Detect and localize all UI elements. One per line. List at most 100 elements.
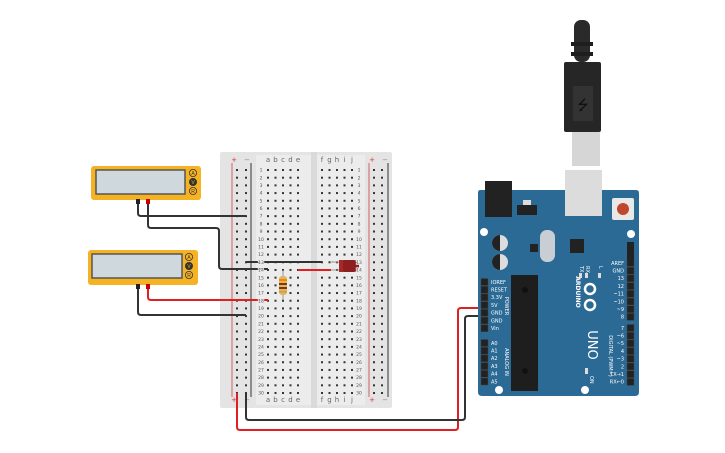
- breadboard-hole[interactable]: [267, 230, 269, 233]
- breadboard-hole[interactable]: [328, 376, 331, 379]
- breadboard-hole[interactable]: [328, 238, 331, 241]
- breadboard-hole[interactable]: [328, 245, 331, 248]
- header-pin[interactable]: [626, 331, 635, 340]
- breadboard-hole[interactable]: [321, 392, 323, 395]
- breadboard-hole[interactable]: [267, 330, 269, 333]
- header-pin[interactable]: [626, 324, 635, 332]
- breadboard-hole[interactable]: [267, 338, 269, 341]
- breadboard-hole[interactable]: [343, 315, 346, 318]
- breadboard-hole[interactable]: [289, 222, 292, 225]
- breadboard-hole[interactable]: [336, 199, 338, 202]
- breadboard-hole[interactable]: [274, 199, 277, 202]
- breadboard-hole[interactable]: [343, 222, 346, 225]
- breadboard-hole[interactable]: [321, 384, 323, 387]
- breadboard-hole[interactable]: [289, 245, 292, 248]
- breadboard-hole[interactable]: [381, 261, 383, 264]
- breadboard-hole[interactable]: [245, 207, 247, 210]
- breadboard-hole[interactable]: [236, 345, 238, 348]
- breadboard-hole[interactable]: [245, 253, 247, 256]
- breadboard-hole[interactable]: [336, 253, 338, 256]
- breadboard-hole[interactable]: [336, 238, 338, 241]
- breadboard-hole[interactable]: [274, 284, 277, 287]
- breadboard-hole[interactable]: [267, 345, 269, 348]
- breadboard-hole[interactable]: [321, 361, 323, 364]
- breadboard-hole[interactable]: [381, 199, 383, 202]
- breadboard-hole[interactable]: [297, 292, 299, 295]
- breadboard-hole[interactable]: [267, 215, 269, 218]
- breadboard-hole[interactable]: [381, 253, 383, 256]
- breadboard-hole[interactable]: [245, 184, 247, 187]
- breadboard-hole[interactable]: [274, 299, 277, 302]
- breadboard-hole[interactable]: [267, 238, 269, 241]
- breadboard-hole[interactable]: [381, 238, 383, 241]
- breadboard-hole[interactable]: [267, 315, 269, 318]
- breadboard-hole[interactable]: [282, 230, 284, 233]
- breadboard-hole[interactable]: [373, 353, 375, 356]
- usb-port[interactable]: [565, 170, 602, 216]
- breadboard-hole[interactable]: [321, 169, 323, 171]
- breadboard-hole[interactable]: [373, 338, 375, 341]
- breadboard-hole[interactable]: [297, 307, 299, 310]
- breadboard-hole[interactable]: [328, 176, 331, 179]
- breadboard-hole[interactable]: [351, 192, 353, 195]
- breadboard-hole[interactable]: [328, 276, 331, 279]
- breadboard-hole[interactable]: [351, 215, 353, 218]
- breadboard-hole[interactable]: [245, 361, 247, 364]
- breadboard-hole[interactable]: [297, 315, 299, 318]
- breadboard-hole[interactable]: [373, 230, 375, 233]
- breadboard-hole[interactable]: [336, 315, 338, 318]
- breadboard-hole[interactable]: [236, 315, 238, 318]
- breadboard-hole[interactable]: [373, 215, 375, 218]
- breadboard-hole[interactable]: [351, 230, 353, 233]
- breadboard-hole[interactable]: [373, 253, 375, 256]
- breadboard-hole[interactable]: [373, 169, 375, 171]
- breadboard-hole[interactable]: [267, 322, 269, 325]
- breadboard-hole[interactable]: [351, 169, 353, 171]
- breadboard-hole[interactable]: [351, 207, 353, 210]
- breadboard-hole[interactable]: [236, 361, 238, 364]
- breadboard-hole[interactable]: [282, 245, 284, 248]
- breadboard-hole[interactable]: [336, 376, 338, 379]
- breadboard-hole[interactable]: [289, 299, 292, 302]
- breadboard-hole[interactable]: [236, 376, 238, 379]
- breadboard-hole[interactable]: [351, 307, 353, 310]
- header-pin[interactable]: [480, 309, 489, 317]
- breadboard-hole[interactable]: [289, 176, 292, 179]
- breadboard-hole[interactable]: [274, 376, 277, 379]
- breadboard-hole[interactable]: [336, 345, 338, 348]
- breadboard-hole[interactable]: [343, 345, 346, 348]
- wire-5v[interactable]: [236, 307, 485, 431]
- breadboard-hole[interactable]: [373, 292, 375, 295]
- breadboard-hole[interactable]: [267, 307, 269, 310]
- breadboard-hole[interactable]: [297, 238, 299, 241]
- breadboard-hole[interactable]: [373, 192, 375, 195]
- breadboard-hole[interactable]: [289, 284, 292, 287]
- breadboard-hole[interactable]: [381, 192, 383, 195]
- breadboard-hole[interactable]: [351, 276, 353, 279]
- breadboard-hole[interactable]: [297, 376, 299, 379]
- breadboard-hole[interactable]: [351, 184, 353, 187]
- breadboard-hole[interactable]: [381, 207, 383, 210]
- breadboard-hole[interactable]: [236, 307, 238, 310]
- breadboard-hole[interactable]: [245, 192, 247, 195]
- breadboard-hole[interactable]: [321, 292, 323, 295]
- breadboard-hole[interactable]: [351, 353, 353, 356]
- breadboard-hole[interactable]: [289, 322, 292, 325]
- breadboard-hole[interactable]: [267, 176, 269, 179]
- breadboard-hole[interactable]: [381, 338, 383, 341]
- breadboard-hole[interactable]: [328, 215, 331, 218]
- breadboard-hole[interactable]: [282, 315, 284, 318]
- breadboard-hole[interactable]: [282, 199, 284, 202]
- breadboard-hole[interactable]: [297, 230, 299, 233]
- breadboard-hole[interactable]: [381, 322, 383, 325]
- breadboard-hole[interactable]: [245, 238, 247, 241]
- breadboard-hole[interactable]: [343, 199, 346, 202]
- breadboard-hole[interactable]: [282, 392, 284, 395]
- breadboard-hole[interactable]: [289, 307, 292, 310]
- breadboard-hole[interactable]: [289, 345, 292, 348]
- breadboard-hole[interactable]: [343, 253, 346, 256]
- breadboard-hole[interactable]: [373, 392, 375, 395]
- breadboard-hole[interactable]: [236, 292, 238, 295]
- breadboard-hole[interactable]: [289, 353, 292, 356]
- breadboard-hole[interactable]: [274, 215, 277, 218]
